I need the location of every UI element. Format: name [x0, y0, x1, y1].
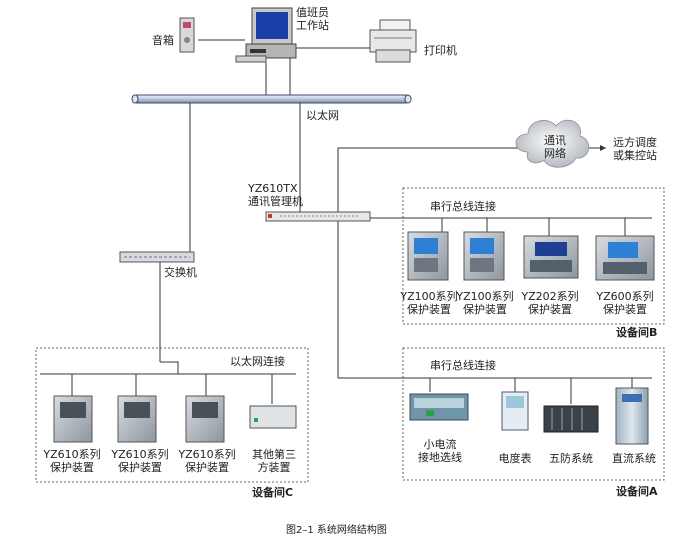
yz100-device-2: [463, 231, 505, 281]
room-c-device-label-1: YZ610系列保护装置: [43, 448, 101, 474]
ethernet-label: 以太网: [306, 109, 339, 122]
cloud-label: 通讯网络: [544, 134, 566, 160]
grounding-device: [409, 393, 469, 421]
speaker-icon: [179, 17, 195, 53]
yz610-device-2: [117, 395, 157, 443]
room-b-title: 设备间B: [616, 326, 658, 339]
room-a-device-label-4: 直流系统: [612, 452, 656, 465]
comm-to-cloud: [337, 147, 520, 218]
five-defense-device: [543, 405, 599, 433]
room-b-device-label-1: YZ100系列保护装置: [400, 290, 458, 316]
room-a-device-label-1: 小电流接地选线: [418, 438, 462, 464]
room-b-bus-label: 串行总线连接: [430, 200, 496, 213]
room-a-device-label-2: 电度表: [498, 452, 532, 465]
remote-label: 远方调度或集控站: [613, 136, 657, 162]
room-b-device-label-2: YZ100系列保护装置: [456, 290, 514, 316]
ethernet-bar: [131, 94, 412, 104]
comm-manager-icon: [265, 211, 371, 222]
room-c-device-label-3: YZ610系列保护装置: [178, 448, 236, 474]
room-c-box: [35, 347, 309, 483]
switch-to-bus: [160, 361, 179, 374]
workstation-icon: [235, 7, 297, 63]
yz610-device-1: [53, 395, 93, 443]
yz610-device-3: [185, 395, 225, 443]
dc-system-cabinet: [615, 387, 649, 445]
figure-caption: 图2–1 系统网络结构图: [286, 525, 387, 536]
room-a-device-label-3: 五防系统: [549, 452, 593, 465]
switch-label: 交换机: [164, 266, 197, 279]
energy-meter-device: [501, 391, 529, 431]
room-c-device-label-4: 其他第三方装置: [252, 448, 296, 474]
yz100-device-1: [407, 231, 449, 281]
room-b-box: [402, 187, 665, 325]
room-a-title: 设备间A: [616, 485, 658, 498]
room-c-device-label-2: YZ610系列保护装置: [111, 448, 169, 474]
speaker-label: 音箱: [152, 34, 174, 47]
room-a-bus-label: 串行总线连接: [430, 359, 496, 372]
room-c-bus-label: 以太网连接: [230, 355, 285, 368]
room-c-title: 设备间C: [252, 486, 294, 499]
printer-label: 打印机: [424, 44, 457, 57]
third-party-device: [249, 405, 297, 429]
switch-icon: [119, 251, 195, 263]
printer-icon: [369, 19, 417, 63]
yz202-device: [523, 235, 579, 279]
room-b-device-label-3: YZ202系列保护装置: [521, 290, 579, 316]
cloud-icon: [515, 119, 589, 168]
room-a-box: [402, 347, 665, 481]
yz600-device: [595, 235, 655, 281]
remote-arrow: [600, 145, 606, 151]
room-b-device-label-4: YZ600系列保护装置: [596, 290, 654, 316]
workstation-label: 值班员工作站: [296, 6, 329, 32]
